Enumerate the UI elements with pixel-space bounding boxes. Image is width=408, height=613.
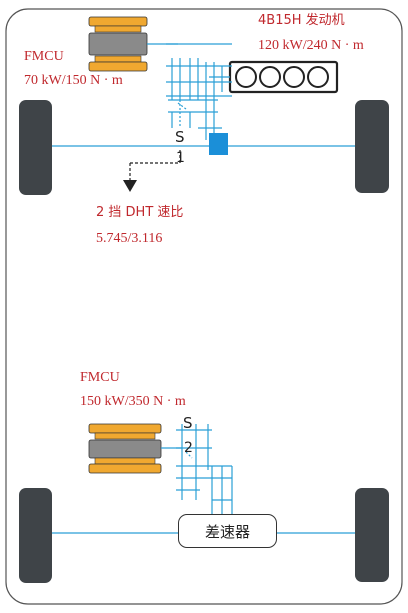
dht-ratio-title: 2 挡 DHT 速比 — [96, 205, 184, 220]
front-motor — [88, 16, 178, 72]
rear-left-tire — [19, 488, 52, 583]
engine-rating: 120 kW/240 N · m — [258, 38, 364, 53]
differential-box: 差速器 — [178, 514, 277, 548]
front-right-tire — [355, 100, 389, 193]
rear-motor-name: FMCU — [80, 370, 120, 385]
front-motor-name: FMCU — [24, 49, 64, 64]
engine-block — [209, 60, 339, 94]
gear-shift-pointer — [123, 150, 181, 192]
rear-motor-rating: 150 kW/350 N · m — [80, 394, 186, 409]
rear-right-tire — [355, 488, 389, 582]
front-left-tire — [19, 100, 52, 195]
engine-name: 4B15H 发动机 — [258, 13, 345, 28]
rear-shift-bottom-label: 2 — [184, 440, 193, 456]
front-motor-rating: 70 kW/150 N · m — [24, 73, 123, 88]
front-gearbox — [166, 43, 232, 140]
rear-shift-top-label: S — [183, 414, 193, 432]
dht-shift-top-label: S — [175, 128, 185, 146]
front-actuator — [209, 133, 228, 155]
rear-gearbox — [176, 424, 233, 514]
dht-shift-bottom-label: 1 — [176, 150, 185, 166]
differential-label: 差速器 — [204, 522, 250, 541]
dht-ratio-values: 5.745/3.116 — [96, 231, 163, 246]
chassis-frame — [5, 8, 403, 605]
rear-motor — [88, 423, 182, 474]
